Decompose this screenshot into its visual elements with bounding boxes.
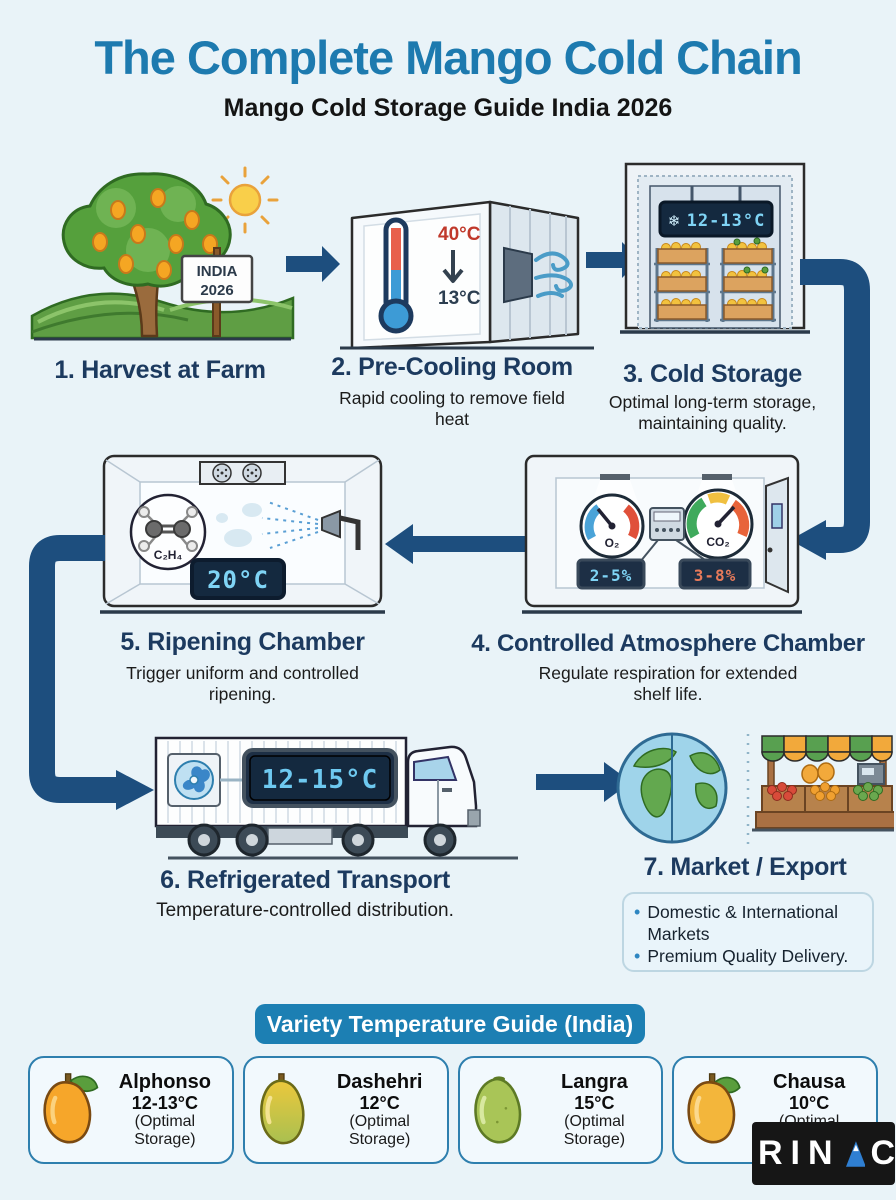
produce-crates: [761, 782, 893, 813]
co2-gauge-icon: CO₂: [682, 488, 754, 560]
refrigerated-truck-illustration: 12-15°C: [154, 736, 518, 860]
truck-cab-icon: [406, 745, 481, 828]
mango-dashehri-icon: [259, 1073, 305, 1145]
o2-gauge-icon: O₂: [579, 493, 645, 559]
market-stall-icon: [752, 735, 894, 832]
svg-text:2026: 2026: [200, 282, 233, 299]
page-subtitle: Mango Cold Storage Guide India 2026: [223, 94, 673, 122]
svg-text:CO₂: CO₂: [706, 535, 729, 549]
precooling-room-illustration: 40°C 13°C: [340, 200, 594, 350]
variety-card-alphonso: Alphonso 12-13°C (Optimal Storage): [28, 1056, 234, 1164]
temperature-display: 20°C: [190, 558, 286, 600]
market-bullets-box: • Domestic & International Markets • Pre…: [622, 892, 874, 972]
variety-note: (Optimal Storage): [134, 1113, 196, 1149]
market-bullet-2: • Premium Quality Delivery.: [634, 945, 849, 966]
variety-note: (Optimal Storage): [348, 1113, 411, 1149]
india-2026-sign: INDIA 2026: [180, 247, 254, 337]
harvest-farm-illustration: INDIA 2026: [30, 166, 295, 341]
temperature-display: ❄ 12-13°C: [658, 200, 774, 238]
o2-range-display: 2-5%: [576, 558, 646, 590]
arrow-right-icon: [286, 246, 340, 282]
mango-crate-racks: [654, 237, 776, 322]
variety-temp: 15°C: [574, 1093, 615, 1114]
co2-range-display: 3-8%: [678, 558, 752, 590]
svg-text:2-5%: 2-5%: [590, 566, 633, 585]
temperature-display: 12-15°C: [242, 748, 398, 808]
variety-name: Dashehri: [336, 1070, 423, 1093]
step6-label: 6. Refrigerated Transport: [160, 866, 450, 894]
variety-note: (Optimal Storage): [563, 1113, 626, 1149]
air-vent-icon: [503, 246, 533, 304]
step4-label: 4. Controlled Atmosphere Chamber: [471, 630, 865, 657]
variety-temp: 10°C: [789, 1093, 830, 1114]
svg-text:INDIA: INDIA: [197, 263, 238, 280]
snowflake-icon: ❄: [668, 213, 681, 230]
reefer-fan-icon: [167, 753, 244, 807]
ceiling-fan-unit-icon: [199, 461, 286, 485]
connector-down-right-icon: [29, 535, 154, 810]
bullet-dot-icon: •: [634, 945, 641, 966]
step2-description: Rapid cooling to remove field heat: [339, 388, 565, 429]
variety-card-langra: Langra 15°C (Optimal Storage): [457, 1056, 664, 1164]
cold-air-flow-icon: [534, 251, 573, 298]
arrow-left-icon: [385, 524, 525, 564]
sun-icon: [211, 166, 279, 234]
thermometer-icon: [378, 217, 414, 334]
mist-icon: [216, 503, 262, 547]
cooling-down-arrow-icon: [442, 250, 464, 283]
cold-storage-illustration: ❄ 12-13°C: [620, 162, 810, 334]
truck-wheels: [187, 823, 457, 857]
step3-description: Optimal long-term storage, maintaining q…: [608, 392, 817, 433]
svg-text:O₂: O₂: [605, 536, 620, 550]
page-title: The Complete Mango Cold Chain: [94, 31, 802, 84]
svg-text:13°C: 13°C: [438, 288, 481, 309]
svg-text:40°C: 40°C: [438, 224, 481, 245]
variety-name: Alphonso: [118, 1070, 211, 1093]
bullet-dot-icon: •: [634, 902, 641, 922]
variety-name: Chausa: [773, 1070, 846, 1093]
variety-cards: Alphonso 12-13°C (Optimal Storage) Dashe…: [28, 1056, 878, 1164]
mango-langra-icon: [473, 1076, 521, 1144]
step5-description: Trigger uniform and controlled ripening.: [126, 663, 359, 704]
svg-text:12-15°C: 12-15°C: [262, 765, 379, 795]
rinac-logo: RIN C: [752, 1122, 895, 1185]
market-bullet-1: • Domestic & International Markets: [634, 902, 838, 944]
step5-label: 5. Ripening Chamber: [120, 628, 365, 656]
variety-temp: 12-13°C: [131, 1093, 198, 1114]
field-hills: [30, 292, 295, 341]
step3-label: 3. Cold Storage: [623, 360, 802, 388]
spray-nozzle-icon: [261, 501, 361, 550]
step2-label: 2. Pre-Cooling Room: [331, 353, 573, 381]
market-export-illustration: [616, 732, 894, 844]
step7-label: 7. Market / Export: [643, 853, 847, 881]
mango-tree-icon: [61, 172, 232, 338]
mountain-triangle-icon: [845, 1140, 866, 1167]
variety-temp: 12°C: [359, 1093, 400, 1114]
svg-text:C₂H₄: C₂H₄: [154, 548, 183, 562]
chamber-door-icon: [765, 476, 789, 594]
ca-chamber-illustration: O₂ CO₂ 2-5% 3-8%: [522, 454, 802, 614]
variety-name: Langra: [561, 1070, 628, 1093]
svg-text:12-13°C: 12-13°C: [687, 211, 766, 231]
ethylene-molecule-icon: C₂H₄: [129, 493, 207, 571]
step1-label: 1. Harvest at Farm: [54, 356, 266, 384]
connector-down-left-icon: [790, 259, 870, 560]
step4-description: Regulate respiration for extended shelf …: [538, 663, 798, 704]
svg-text:20°C: 20°C: [207, 566, 269, 594]
ripening-chamber-illustration: C₂H₄ 20°C: [100, 454, 385, 614]
svg-text:3-8%: 3-8%: [694, 566, 737, 585]
globe-icon: [616, 732, 728, 844]
controller-box-icon: [639, 507, 709, 563]
variety-guide-title: Variety Temperature Guide (India): [255, 1004, 645, 1044]
mango-alphonso-icon: [43, 1073, 99, 1144]
logo-letters-right: C: [870, 1134, 895, 1172]
logo-letters-left: RIN: [758, 1134, 841, 1172]
variety-card-dashehri: Dashehri 12°C (Optimal Storage): [242, 1056, 449, 1164]
step6-description: Temperature-controlled distribution.: [156, 900, 454, 921]
mango-chausa-icon: [687, 1073, 741, 1144]
